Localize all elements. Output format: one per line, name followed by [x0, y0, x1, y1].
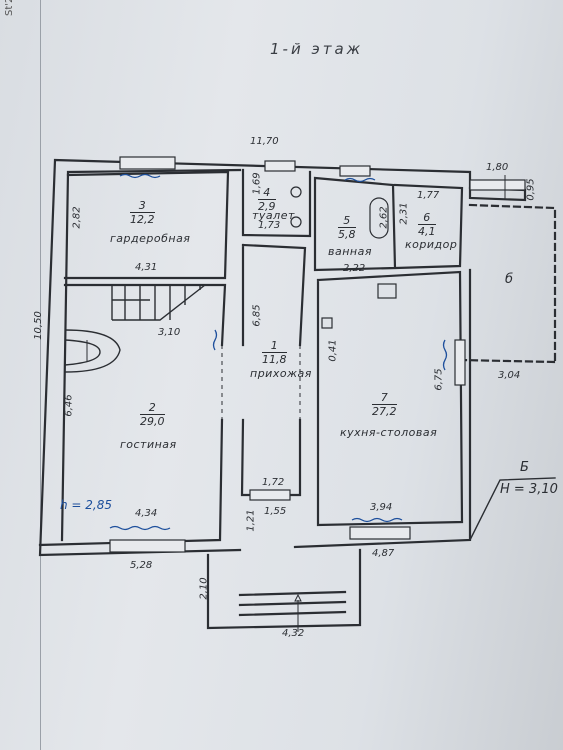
room-1-name: прихожая [250, 367, 312, 380]
dim-kitchen-height: 6,75 [433, 368, 445, 391]
wc-wall [241, 168, 312, 238]
total-ceiling-height: H = 3,10 [500, 482, 558, 497]
corridor-wall [393, 183, 464, 270]
dim-stair: 3,10 [158, 327, 181, 338]
dim-bottom-right: 4,87 [372, 548, 395, 559]
dim-kitchen-width: 3,94 [370, 502, 393, 513]
wardrobe-wall [63, 170, 230, 280]
room-7-name: кухня-столовая [340, 426, 438, 439]
bathtub [369, 197, 389, 239]
dim-hall-side: 1,21 [245, 509, 257, 532]
living-wall [38, 283, 227, 547]
dim-porch-width: 1,80 [486, 162, 509, 173]
dim-bottom-left: 5,28 [130, 560, 153, 571]
entrance-steps [206, 548, 362, 630]
dim-wardrobe-width: 4,31 [135, 262, 158, 273]
dim-steps-depth: 2,10 [198, 577, 210, 600]
room-4-name: туалет [252, 209, 295, 222]
floor-title: 1-й этаж [270, 40, 364, 58]
dim-hall-height: 6,85 [251, 304, 263, 327]
dim-corridor-width: 1,77 [417, 190, 440, 201]
margin-line [40, 0, 41, 750]
dim-wc-height: 1,69 [251, 172, 263, 195]
dim-hall-bottom: 1,55 [264, 506, 287, 517]
section-letter: Б [520, 460, 529, 475]
dim-living-height: 6,46 [63, 394, 75, 417]
dim-wardrobe-height: 2,82 [71, 206, 83, 229]
dim-bath-height: 2,62 [378, 206, 390, 229]
dim-kitchen-small: 0,41 [327, 339, 339, 362]
room-5-name: ванная [328, 245, 372, 258]
room-6-name: коридор [405, 238, 458, 251]
living-ceiling-height: h = 2,85 [60, 498, 113, 512]
room-2-name: гостиная [120, 438, 177, 451]
dim-corridor-height: 2,31 [398, 202, 410, 225]
dim-wc-width: 1,73 [258, 220, 281, 231]
kitchen-wall [316, 270, 464, 527]
terrace-letter: б [505, 272, 514, 287]
dim-left-height: 10,50 [32, 311, 44, 340]
dim-porch-depth: 0,95 [525, 178, 537, 201]
dim-hall-width: 1,72 [262, 477, 285, 488]
room-3-name: гардеробная [110, 232, 191, 245]
dim-steps-width: 4,32 [282, 628, 305, 639]
dim-bath-width: 2,22 [343, 263, 366, 274]
bath-wall [313, 176, 397, 272]
staircase [64, 284, 206, 373]
dim-living-width: 4,34 [135, 508, 158, 519]
dim-top-width: 11,70 [250, 136, 279, 147]
dim-terrace: 3,04 [498, 370, 521, 381]
